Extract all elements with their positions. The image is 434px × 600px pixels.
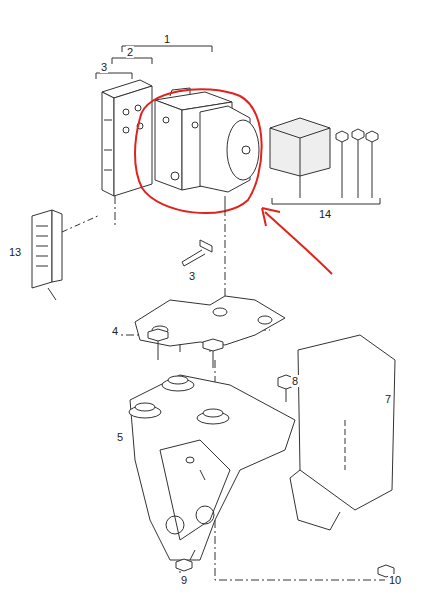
carrier-bracket xyxy=(129,375,295,560)
wiring-connector xyxy=(32,210,100,300)
nuts xyxy=(176,559,394,577)
hydraulic-unit xyxy=(155,88,259,208)
control-module xyxy=(102,80,152,196)
highlight-mark xyxy=(135,89,332,274)
callout-number: 5 xyxy=(116,431,124,443)
callout-number: 3 xyxy=(188,270,196,282)
screw xyxy=(182,240,212,266)
callout-number: 8 xyxy=(291,375,299,387)
callout-number: 10 xyxy=(388,574,402,586)
callout-number: 2 xyxy=(126,46,134,58)
foam-pad-and-nuts xyxy=(270,118,378,198)
heat-shield xyxy=(290,335,395,530)
callout-number: 1 xyxy=(163,33,171,45)
callout-number: 7 xyxy=(384,393,392,405)
callout-number: 4 xyxy=(111,325,119,337)
callout-number: 14 xyxy=(318,208,332,220)
callout-number: 3 xyxy=(100,61,108,73)
callout-number: 13 xyxy=(8,246,22,258)
callout-number: 9 xyxy=(180,574,188,586)
